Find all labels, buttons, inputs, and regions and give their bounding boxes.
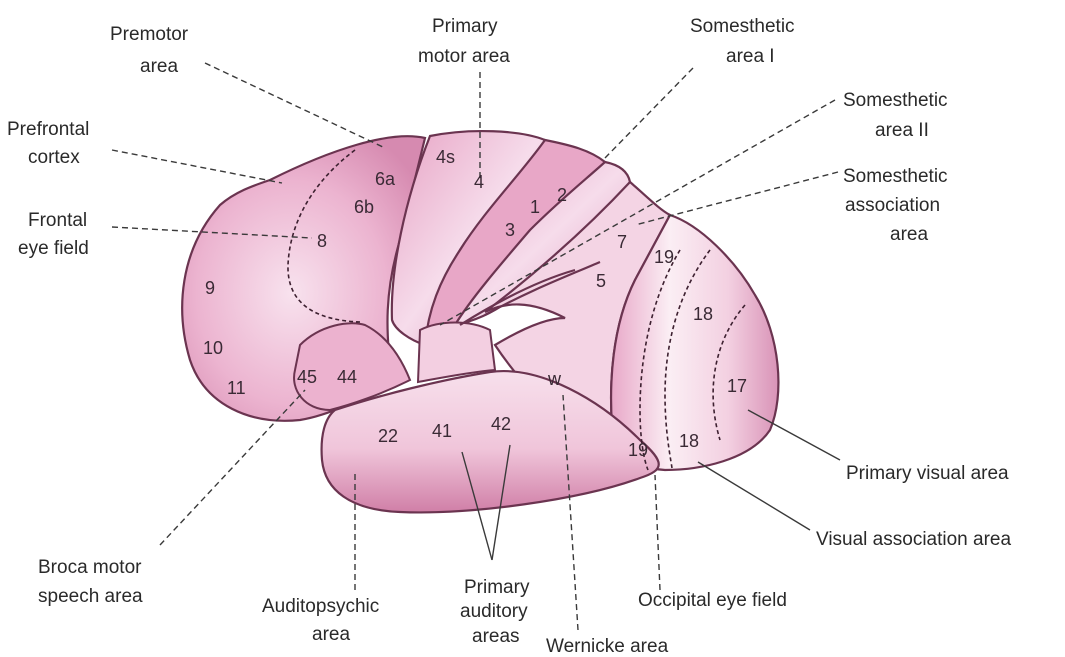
svg-text:auditory: auditory	[460, 601, 528, 622]
area-4: 4	[474, 172, 484, 192]
label-somesthetic-association-area: Somesthetic association area	[843, 166, 948, 245]
area-2: 2	[557, 185, 567, 205]
svg-text:Premotor: Premotor	[110, 24, 189, 45]
label-frontal-eye-field: Frontal eye field	[18, 210, 89, 259]
svg-text:speech area: speech area	[38, 586, 143, 607]
label-visual-association-area: Visual association area	[816, 529, 1011, 550]
label-premotor-area: Premotor area	[110, 24, 189, 77]
svg-text:Primary: Primary	[464, 577, 530, 598]
area-41: 41	[432, 421, 452, 441]
svg-text:Auditopsychic: Auditopsychic	[262, 596, 379, 617]
svg-text:Primary: Primary	[432, 16, 498, 37]
svg-text:area II: area II	[875, 120, 929, 141]
area-1: 1	[530, 197, 540, 217]
svg-text:area: area	[140, 56, 178, 77]
label-broca-motor-speech-area: Broca motor speech area	[38, 557, 143, 607]
area-6b: 6b	[354, 197, 374, 217]
area-3: 3	[505, 220, 515, 240]
label-primary-motor-area: Primary motor area	[418, 16, 510, 67]
svg-text:Somesthetic: Somesthetic	[843, 166, 948, 187]
area-8: 8	[317, 231, 327, 251]
area-19-top: 19	[654, 247, 674, 267]
label-primary-visual-area: Primary visual area	[846, 463, 1009, 484]
svg-text:Broca motor: Broca motor	[38, 557, 142, 578]
area-44: 44	[337, 367, 357, 387]
label-occipital-eye-field: Occipital eye field	[638, 590, 787, 611]
area-10: 10	[203, 338, 223, 358]
area-6a: 6a	[375, 169, 396, 189]
area-22: 22	[378, 426, 398, 446]
svg-text:Somesthetic: Somesthetic	[690, 16, 795, 37]
area-18-top: 18	[693, 304, 713, 324]
svg-text:cortex: cortex	[28, 147, 80, 168]
area-5: 5	[596, 271, 606, 291]
svg-text:areas: areas	[472, 626, 520, 647]
svg-text:motor area: motor area	[418, 46, 510, 67]
area-45: 45	[297, 367, 317, 387]
svg-text:Frontal: Frontal	[28, 210, 87, 231]
svg-text:area I: area I	[726, 46, 775, 67]
label-auditopsychic-area: Auditopsychic area	[262, 596, 379, 645]
area-11: 11	[227, 378, 246, 398]
area-7: 7	[617, 232, 627, 252]
svg-text:eye field: eye field	[18, 238, 89, 259]
label-somesthetic-area-1: Somesthetic area I	[690, 16, 795, 67]
svg-text:Somesthetic: Somesthetic	[843, 90, 948, 111]
label-wernicke-area: Wernicke area	[546, 636, 669, 657]
area-18-bottom: 18	[679, 431, 699, 451]
label-prefrontal-cortex: Prefrontal cortex	[7, 119, 89, 168]
area-4s: 4s	[436, 147, 455, 167]
area-w: w	[547, 369, 562, 389]
label-somesthetic-area-2: Somesthetic area II	[843, 90, 948, 141]
area-17: 17	[727, 376, 747, 396]
area-9: 9	[205, 278, 215, 298]
svg-text:Prefrontal: Prefrontal	[7, 119, 89, 140]
area-42: 42	[491, 414, 511, 434]
svg-text:area: area	[312, 624, 350, 645]
label-primary-auditory-areas: Primary auditory areas	[460, 577, 530, 647]
svg-text:area: area	[890, 224, 928, 245]
svg-text:association: association	[845, 195, 940, 216]
area-19-bottom: 19	[628, 440, 648, 460]
